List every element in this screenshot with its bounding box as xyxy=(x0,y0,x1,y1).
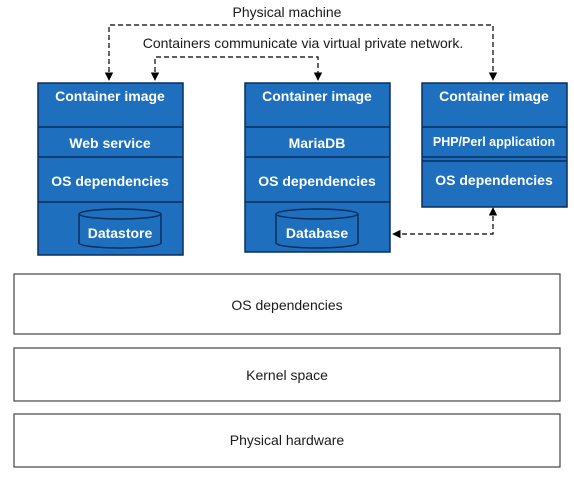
container-deps-label: OS dependencies xyxy=(51,173,169,189)
container-deps-label: OS dependencies xyxy=(258,173,376,189)
host-layer-label: OS dependencies xyxy=(231,297,342,313)
host-layer-label: Physical hardware xyxy=(230,432,345,448)
database-label: Database xyxy=(286,225,348,241)
network-label: Containers communicate via virtual priva… xyxy=(143,35,464,51)
host-layer-kernel-space: Kernel space xyxy=(13,347,561,402)
container-deps-label: OS dependencies xyxy=(435,172,553,188)
host-layer-physical-hardware: Physical hardware xyxy=(13,413,561,468)
container-header: Container image xyxy=(55,88,165,104)
container-header: Container image xyxy=(439,88,549,104)
container-app-label: Web service xyxy=(69,135,151,151)
container-mariadb: Container image MariaDB OS dependencies … xyxy=(244,82,391,253)
physical-machine-label: Physical machine xyxy=(233,4,342,20)
network-connector-arrow xyxy=(150,56,323,81)
host-layer-os-dependencies: OS dependencies xyxy=(13,273,561,335)
physical-machine-connector-arrow xyxy=(104,24,498,81)
database-connector-arrow xyxy=(392,207,498,239)
database-cylinder-icon xyxy=(275,208,359,249)
container-app-label: PHP/Perl application xyxy=(433,135,555,149)
datastore-label: Datastore xyxy=(88,225,153,241)
container-php-perl: Container image PHP/Perl application OS … xyxy=(421,82,568,208)
host-layer-label: Kernel space xyxy=(246,367,328,383)
container-header: Container image xyxy=(262,88,372,104)
container-app-label: MariaDB xyxy=(289,135,346,151)
datastore-cylinder-icon xyxy=(78,208,162,249)
container-web-service: Container image Web service OS dependenc… xyxy=(37,82,184,256)
